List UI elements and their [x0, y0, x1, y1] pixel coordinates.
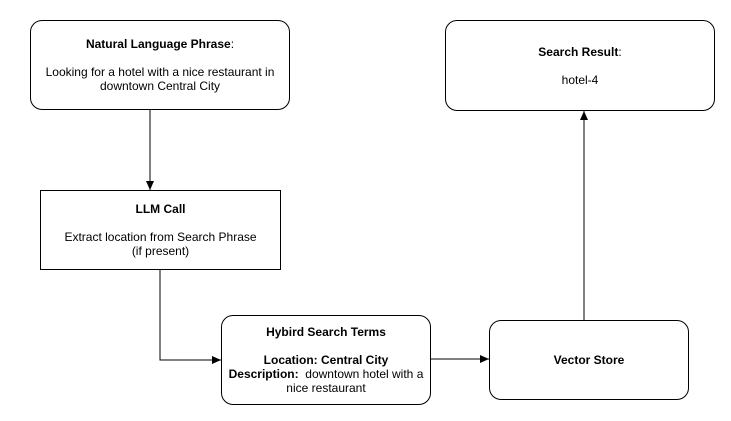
vector-store-node: Vector Store — [489, 320, 689, 400]
llm-text-line-2: (if present) — [131, 244, 190, 258]
hybrid-description-line-2: nice restaurant — [286, 381, 366, 395]
hybrid-description: Description: downtown hotel with a — [228, 367, 424, 381]
phrase-text-line-1: Looking for a hotel with a nice restaura… — [45, 65, 275, 79]
result-value: hotel-4 — [561, 72, 599, 87]
hybrid-location: Location: Central City — [263, 353, 389, 367]
search-result-node: Search Result: hotel-4 — [445, 20, 715, 111]
llm-call-node: LLM Call Extract location from Search Ph… — [40, 190, 281, 270]
llm-title: LLM Call — [135, 202, 186, 216]
hybrid-search-terms-node: Hybird Search Terms Location: Central Ci… — [221, 315, 431, 405]
llm-text-line-1: Extract location from Search Phrase — [64, 230, 257, 244]
result-title: Search Result: — [538, 44, 622, 59]
phrase-text-line-2: downtown Central City — [99, 79, 221, 93]
hybrid-title: Hybird Search Terms — [266, 325, 386, 339]
natural-language-phrase-node: Natural Language Phrase: Looking for a h… — [30, 20, 290, 110]
vector-title: Vector Store — [553, 353, 625, 367]
edge-llm-to-hybrid — [159, 270, 221, 364]
phrase-title: Natural Language Phrase: — [85, 37, 235, 51]
